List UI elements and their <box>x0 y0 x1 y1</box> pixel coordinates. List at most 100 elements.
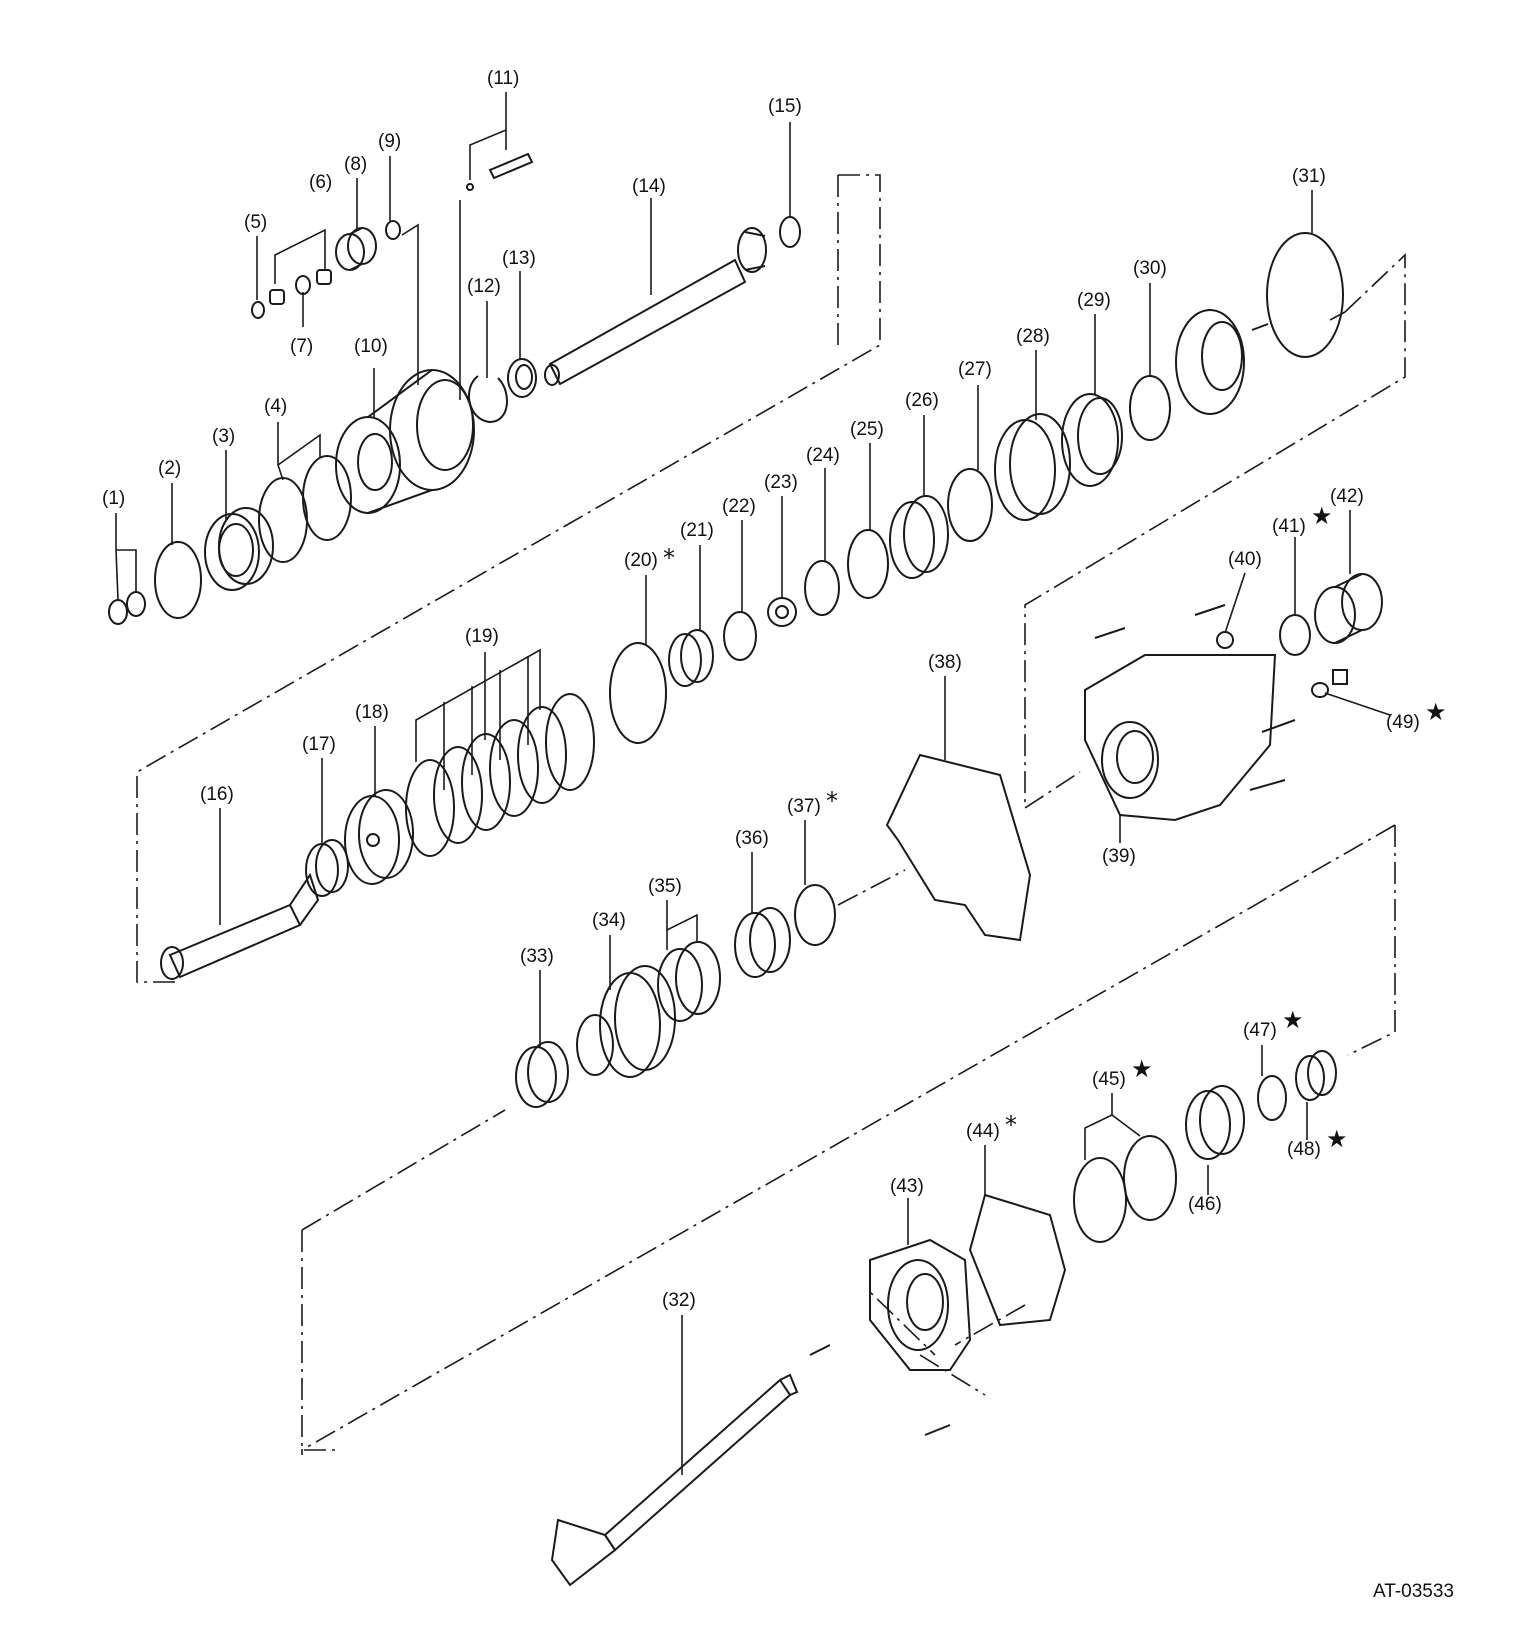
part-16-shaft <box>160 872 320 980</box>
callout-4: (4) <box>264 396 287 417</box>
part-1-snap-rings <box>108 591 146 625</box>
callout-41: (41) <box>1272 516 1306 537</box>
part-11-pin <box>466 152 534 191</box>
callout-43: (43) <box>890 1176 924 1197</box>
callout-10: (10) <box>354 336 388 357</box>
part-2-ring <box>154 541 202 619</box>
part-38-gasket <box>885 753 1032 942</box>
callout-22: (22) <box>722 496 756 517</box>
part-47-ring <box>1257 1075 1287 1121</box>
part-20-plate <box>609 642 667 744</box>
part-45-ring-a <box>1073 1157 1127 1243</box>
callout-18: (18) <box>355 702 389 723</box>
part-40-plug <box>1216 631 1234 649</box>
asterisk-mark-44: * <box>1005 1111 1017 1139</box>
part-49-washer <box>1311 669 1348 698</box>
part-25-ring <box>847 529 889 599</box>
callout-42: (42) <box>1330 486 1364 507</box>
part-37-ring <box>794 884 836 946</box>
part-14-shaft <box>544 227 767 386</box>
part-43-housing <box>869 1238 972 1371</box>
callout-37: (37) <box>787 796 821 817</box>
part-26-drum <box>889 495 949 579</box>
leader-lines <box>115 92 1391 1475</box>
callout-39: (39) <box>1102 846 1136 867</box>
bolts <box>809 604 1296 1436</box>
part-9-washer <box>385 220 401 240</box>
figure-id: AT-03533 <box>1373 1581 1454 1602</box>
callout-12: (12) <box>467 276 501 297</box>
asterisk-mark-37: * <box>826 787 838 815</box>
parts-artwork <box>108 152 1383 1587</box>
part-19-clutch-plates <box>405 693 595 857</box>
callout-49: (49) <box>1386 712 1420 733</box>
callout-13: (13) <box>502 248 536 269</box>
callout-28: (28) <box>1016 326 1050 347</box>
callout-35: (35) <box>648 876 682 897</box>
callout-46: (46) <box>1188 1194 1222 1215</box>
callout-8: (8) <box>344 154 367 175</box>
part-3-bearing <box>204 507 274 591</box>
part-21-bearing <box>668 629 714 687</box>
star-mark-45: ★ <box>1131 1055 1153 1083</box>
part-5-washer <box>251 301 265 319</box>
part-24-ring <box>804 560 840 616</box>
callout-16: (16) <box>200 784 234 805</box>
callout-7: (7) <box>290 336 313 357</box>
part-31-oring <box>1266 232 1344 358</box>
callout-6: (6) <box>309 172 332 193</box>
part-33-bearing <box>515 1041 569 1108</box>
part-32-pinion-shaft <box>550 1373 799 1587</box>
part-41-seal <box>1279 614 1311 656</box>
callout-15: (15) <box>768 96 802 117</box>
star-mark-47: ★ <box>1282 1006 1304 1034</box>
part-18-gear <box>344 789 414 885</box>
part-28-gear <box>994 413 1071 521</box>
part-10-carrier <box>335 369 475 514</box>
callout-25: (25) <box>850 419 884 440</box>
assembly-outline-lines <box>136 174 1406 1455</box>
star-mark-48: ★ <box>1326 1125 1348 1153</box>
callout-48: (48) <box>1287 1139 1321 1160</box>
part-30-ring <box>1129 375 1171 441</box>
part-17-bearing <box>305 839 349 897</box>
part-35-ring-b <box>675 941 721 1015</box>
callout-17: (17) <box>302 734 336 755</box>
part-36-bearing <box>734 907 791 978</box>
callout-36: (36) <box>735 828 769 849</box>
callout-47: (47) <box>1243 1020 1277 1041</box>
part-35-ring-a <box>657 948 703 1022</box>
callout-2: (2) <box>158 458 181 479</box>
callout-30: (30) <box>1133 258 1167 279</box>
callout-26: (26) <box>905 390 939 411</box>
callout-40: (40) <box>1228 549 1262 570</box>
part-seal <box>1175 309 1269 415</box>
part-6-needle-bearings <box>269 269 332 305</box>
part-23-sprocket <box>767 597 797 627</box>
callout-20: (20) <box>624 550 658 571</box>
part-8-pinion-gear <box>335 227 377 271</box>
callout-19: (19) <box>465 626 499 647</box>
part-27-ring <box>947 468 993 542</box>
callout-14: (14) <box>632 176 666 197</box>
part-13-washer <box>507 358 537 398</box>
callout-32: (32) <box>662 1290 696 1311</box>
callout-33: (33) <box>520 946 554 967</box>
part-4-ring-b <box>302 455 352 541</box>
callout-1: (1) <box>102 488 125 509</box>
part-22-ring <box>723 611 757 661</box>
callout-34: (34) <box>592 910 626 931</box>
callout-23: (23) <box>764 472 798 493</box>
part-34-gear <box>576 965 676 1078</box>
callout-11: (11) <box>487 68 519 89</box>
callout-21: (21) <box>680 520 714 541</box>
callout-5: (5) <box>244 212 267 233</box>
callout-44: (44) <box>966 1121 1000 1142</box>
callout-38: (38) <box>928 652 962 673</box>
callout-31: (31) <box>1292 166 1326 187</box>
callout-45: (45) <box>1092 1069 1126 1090</box>
callout-24: (24) <box>806 445 840 466</box>
callout-9: (9) <box>378 131 401 152</box>
callout-27: (27) <box>958 359 992 380</box>
